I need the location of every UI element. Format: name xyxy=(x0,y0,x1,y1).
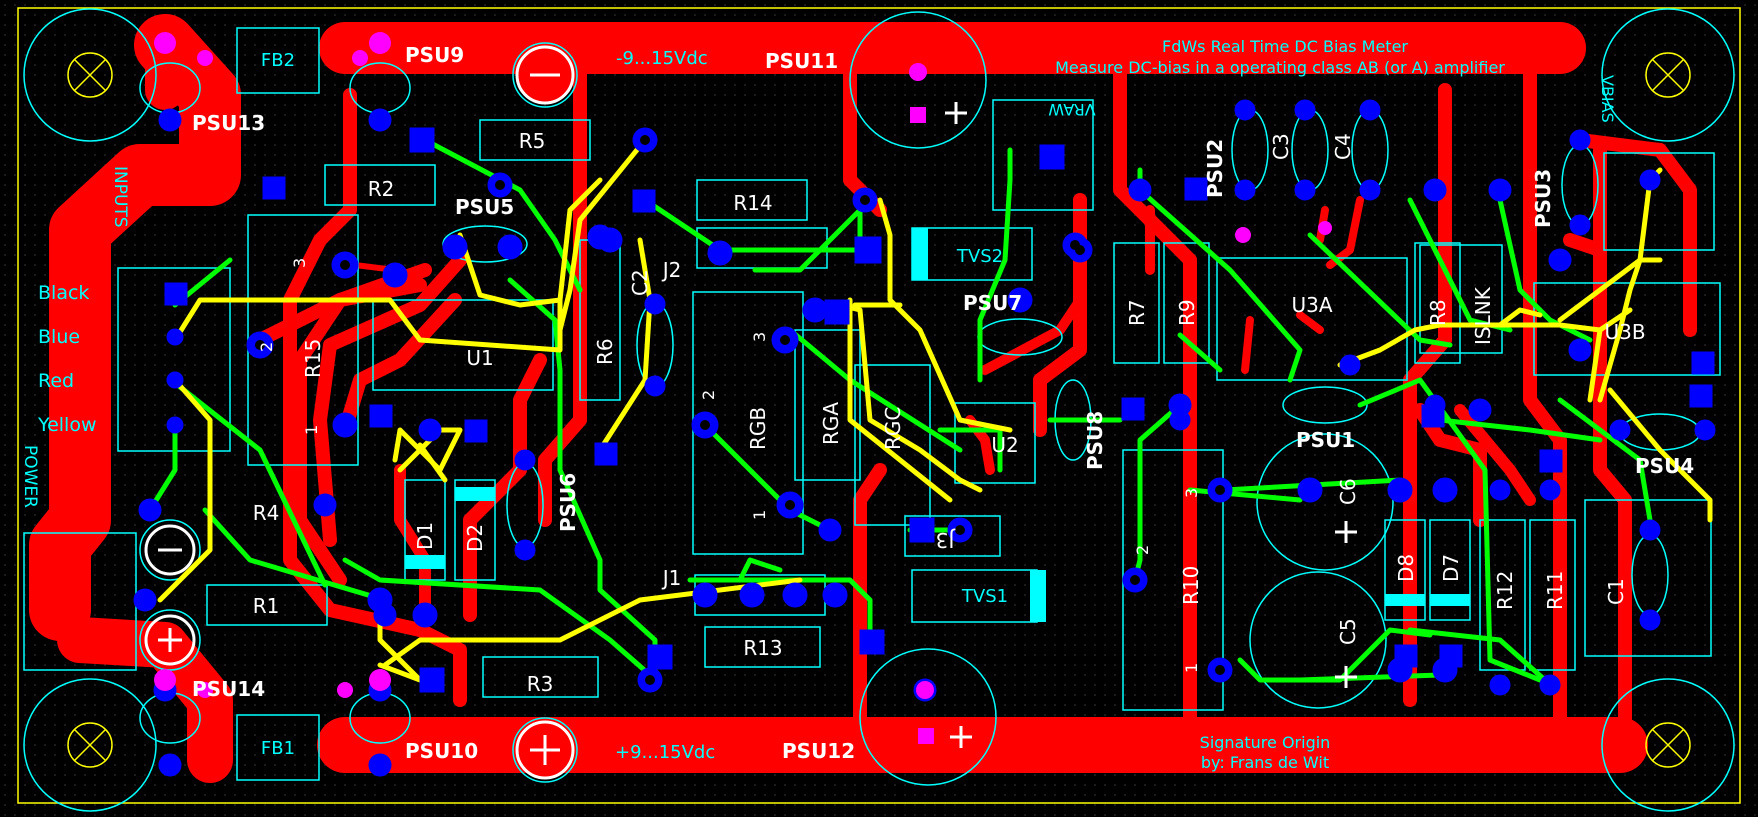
wire-yellow-label: Yellow xyxy=(37,414,97,436)
label-c3: C3 xyxy=(1269,133,1293,160)
label-r6: R6 xyxy=(593,338,617,365)
label-u3b: U3B xyxy=(1604,320,1645,344)
label-psu3: PSU3 xyxy=(1531,169,1555,228)
label-r11: R11 xyxy=(1543,571,1567,610)
pos-supply-label: +9...15Vdc xyxy=(615,742,715,763)
label-d2: D2 xyxy=(463,524,487,552)
label-tvs2: TVS2 xyxy=(956,246,1003,267)
label-c4: C4 xyxy=(1331,133,1355,160)
label-psu9: PSU9 xyxy=(405,43,464,67)
label-r4: R4 xyxy=(253,501,280,525)
label-r7: R7 xyxy=(1125,299,1149,326)
neg-supply-label: -9...15Vdc xyxy=(616,48,708,69)
label-u2: U2 xyxy=(991,433,1018,457)
label-d1: D1 xyxy=(413,522,437,550)
pin-label: 1 xyxy=(302,425,321,435)
label-r2: R2 xyxy=(368,177,395,201)
pin-label: 2 xyxy=(1133,545,1152,555)
label-psu11: PSU11 xyxy=(765,49,838,73)
pin-label: 3 xyxy=(750,332,769,342)
label-r12: R12 xyxy=(1493,571,1517,610)
label-j1: J1 xyxy=(661,566,682,590)
pin-label: 3 xyxy=(290,258,309,268)
label-d7: D7 xyxy=(1439,554,1463,582)
label-rgc: RGC xyxy=(881,407,905,450)
pin-label: 3 xyxy=(1182,488,1201,498)
polarity-symbols xyxy=(144,45,1357,780)
vraw-label: VRAW xyxy=(1048,100,1095,119)
inputs-connector-label: INPUTS xyxy=(110,166,130,228)
labels: FdWs Real Time DC Bias Meter Measure DC-… xyxy=(20,37,1694,772)
label-d8: D8 xyxy=(1394,554,1418,582)
power-connector-label: POWER xyxy=(20,445,40,508)
pin-label: 2 xyxy=(257,342,276,352)
label-fb1: FB1 xyxy=(261,738,295,759)
label-psu14: PSU14 xyxy=(192,677,265,701)
wire-red-label: Red xyxy=(38,370,74,392)
label-fb2: FB2 xyxy=(261,50,295,71)
board-outline xyxy=(17,7,1741,804)
signature-line2: by: Frans de Wit xyxy=(1201,753,1329,772)
label-j2: J2 xyxy=(661,258,682,282)
label-j3: J3 xyxy=(936,528,957,552)
label-psu2: PSU2 xyxy=(1203,139,1227,198)
label-islnk: ISLNK xyxy=(1471,286,1495,345)
label-r8: R8 xyxy=(1426,299,1450,326)
title-line1: FdWs Real Time DC Bias Meter xyxy=(1162,37,1408,56)
label-psu7: PSU7 xyxy=(963,291,1022,315)
vbias-label: VBIAS xyxy=(1598,75,1617,123)
label-psu1: PSU1 xyxy=(1296,428,1355,452)
label-c2: C2 xyxy=(628,269,652,296)
pads xyxy=(133,99,1716,777)
label-psu6: PSU6 xyxy=(556,473,580,532)
label-r9: R9 xyxy=(1175,299,1199,326)
label-psu8: PSU8 xyxy=(1083,411,1107,470)
label-r14: R14 xyxy=(733,191,772,215)
label-psu12: PSU12 xyxy=(782,739,855,763)
label-r1: R1 xyxy=(253,594,280,618)
label-u1: U1 xyxy=(466,346,493,370)
pin-label: 2 xyxy=(699,390,718,400)
label-psu10: PSU10 xyxy=(405,739,478,763)
label-c6: C6 xyxy=(1336,478,1360,505)
magenta-pads xyxy=(154,32,1332,744)
label-psu4: PSU4 xyxy=(1635,454,1694,478)
label-r13: R13 xyxy=(743,636,782,660)
pin-label: 1 xyxy=(750,510,769,520)
wire-blue-label: Blue xyxy=(38,326,80,348)
label-c1: C1 xyxy=(1604,578,1628,605)
silkscreen-layer xyxy=(23,8,1735,812)
mount-holes xyxy=(67,52,1691,768)
label-psu5: PSU5 xyxy=(455,195,514,219)
label-c5: C5 xyxy=(1336,618,1360,645)
label-r10: R10 xyxy=(1179,566,1203,605)
label-rga: RGA xyxy=(819,402,843,445)
label-u3a: U3A xyxy=(1291,293,1332,317)
wire-black-label: Black xyxy=(38,282,89,304)
label-psu13: PSU13 xyxy=(192,111,265,135)
label-r5: R5 xyxy=(519,129,546,153)
signature-line1: Signature Origin xyxy=(1200,733,1331,752)
pin-label: 1 xyxy=(1182,663,1201,673)
label-r15: R15 xyxy=(301,339,325,378)
label-tvs1: TVS1 xyxy=(961,586,1008,607)
tvs-outlines xyxy=(911,227,1038,623)
silk-fills xyxy=(405,228,1470,622)
label-rgb: RGB xyxy=(746,407,770,450)
pad-holes xyxy=(255,135,1225,685)
label-r3: R3 xyxy=(527,672,554,696)
title-line2: Measure DC-bias in a operating class AB … xyxy=(1055,58,1505,77)
